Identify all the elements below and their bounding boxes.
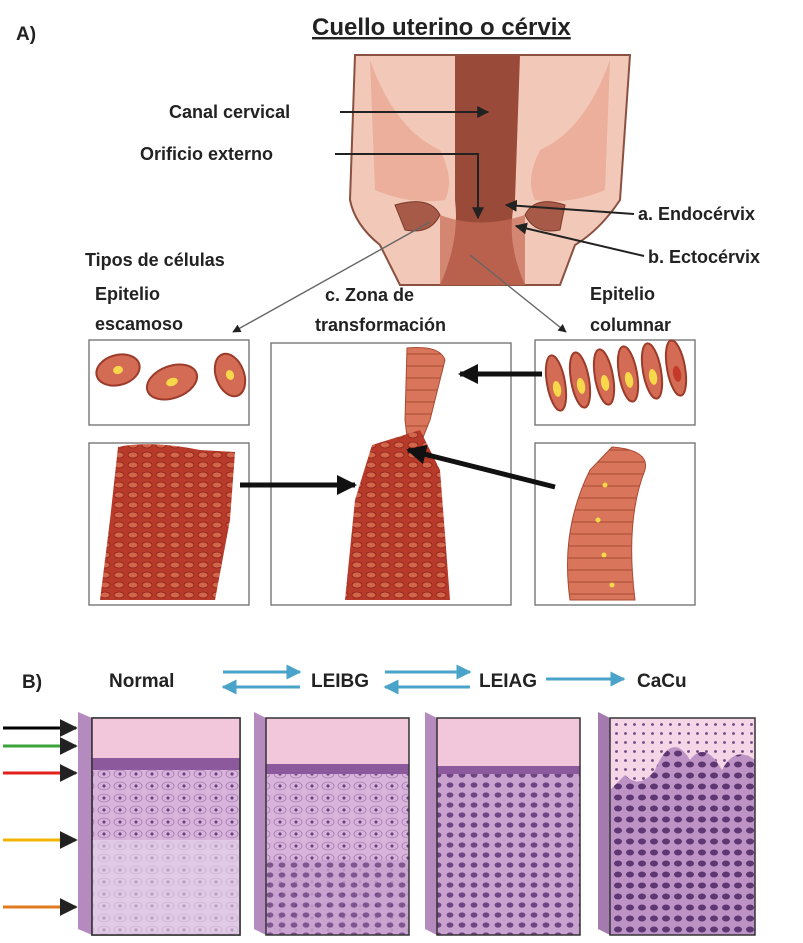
histology-leibg xyxy=(254,712,409,935)
panel-a-label: A) xyxy=(16,24,36,45)
stage-normal: Normal xyxy=(109,671,174,692)
columnar-cells-box xyxy=(535,339,695,425)
transformation-zone-box xyxy=(271,343,511,605)
label-endocervix: a. Endocérvix xyxy=(638,204,755,224)
stage-cacu: CaCu xyxy=(637,671,687,692)
stage-leiag: LEIAG xyxy=(479,671,537,692)
label-ectocervix: b. Ectocérvix xyxy=(648,247,760,267)
label-tipos-celulas: Tipos de células xyxy=(85,250,225,270)
histology-normal xyxy=(78,712,240,935)
label-orificio-externo: Orificio externo xyxy=(140,144,273,164)
histology-cacu xyxy=(598,712,755,935)
columnar-tissue-box xyxy=(535,443,695,605)
label-zona-2: transformación xyxy=(315,315,446,335)
squamous-tissue-box xyxy=(89,443,249,605)
label-epitelio-escamoso-1: Epitelio xyxy=(95,284,160,304)
label-zona-1: c. Zona de xyxy=(325,285,414,305)
squamous-cells-box xyxy=(89,340,251,425)
panel-b-label: B) xyxy=(22,672,42,693)
label-canal-cervical: Canal cervical xyxy=(169,102,290,122)
label-epitelio-columnar-2: columnar xyxy=(590,315,671,335)
histology-leiag xyxy=(425,712,580,935)
panel-a-title: Cuello uterino o cérvix xyxy=(312,14,571,41)
label-epitelio-columnar-1: Epitelio xyxy=(590,284,655,304)
stage-leibg: LEIBG xyxy=(311,671,369,692)
cervix-illustration xyxy=(350,55,630,285)
label-epitelio-escamoso-2: escamoso xyxy=(95,314,183,334)
